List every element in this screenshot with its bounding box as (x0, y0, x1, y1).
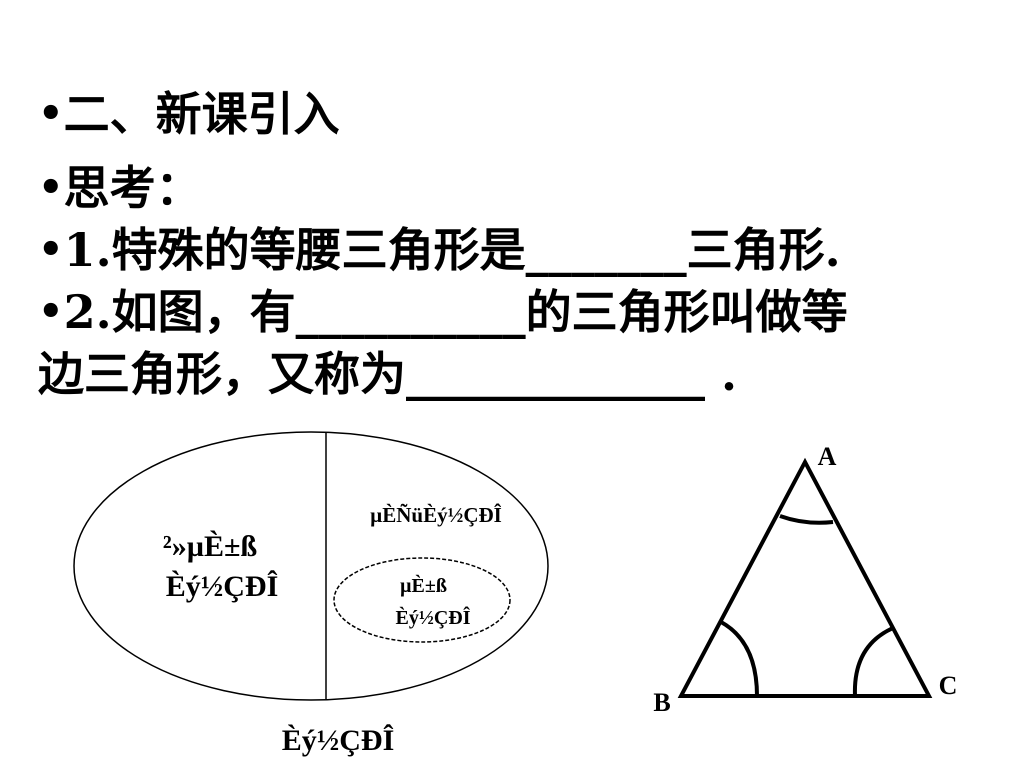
triangle-figure: A B C (653, 442, 957, 717)
venn-diagram: ²»µÈ±ß Èý½ÇÐÎ µÈÑüÈý½ÇÐÎ µÈ±ß Èý½ÇÐÎ Èý½… (73, 431, 549, 757)
think-heading-text: 思考： (63, 161, 202, 215)
think-heading: •思考： (38, 160, 202, 216)
isosceles-label: µÈÑüÈý½ÇÐÎ (370, 503, 502, 527)
question-2-continued: 边三角形，又称为_____________ . (38, 346, 737, 402)
bullet: • (38, 288, 64, 335)
vertex-c-label: C (939, 671, 958, 700)
bullet: • (38, 226, 64, 273)
question-2-text: 2.如图，有__________的三角形叫做等 (63, 285, 848, 339)
scalene-label-line1: ²»µÈ±ß (163, 530, 257, 563)
bullet: • (38, 164, 64, 211)
vertex-b-label: B (653, 688, 670, 717)
question-2: •2.如图，有__________的三角形叫做等 (38, 284, 848, 340)
angle-b-arc (719, 620, 759, 697)
equilateral-label-line1: µÈ±ß (400, 574, 447, 597)
question-1: •1.特殊的等腰三角形是_______三角形. (38, 222, 841, 278)
triangle-set-label: Èý½ÇÐÎ (282, 724, 395, 757)
equilateral-label-line2: Èý½ÇÐÎ (395, 605, 470, 629)
section-heading-text: 二、新课引入 (63, 87, 340, 141)
question-2-continued-text: 边三角形，又称为_____________ . (38, 347, 738, 401)
triangle-set-ellipse (73, 431, 549, 701)
scalene-label-line2: Èý½ÇÐÎ (166, 570, 279, 603)
equilateral-set-ellipse (333, 557, 511, 643)
triangle-abc (677, 457, 933, 698)
angle-a-arc (779, 514, 834, 525)
bullet: • (38, 90, 64, 137)
angle-c-arc (852, 626, 894, 697)
diagram: ²»µÈ±ß Èý½ÇÐÎ µÈÑüÈý½ÇÐÎ µÈ±ß Èý½ÇÐÎ Èý½… (73, 431, 957, 757)
question-1-text: 1.特殊的等腰三角形是_______三角形. (63, 223, 841, 277)
section-heading: •二、新课引入 (38, 86, 340, 142)
vertex-a-label: A (818, 442, 837, 471)
